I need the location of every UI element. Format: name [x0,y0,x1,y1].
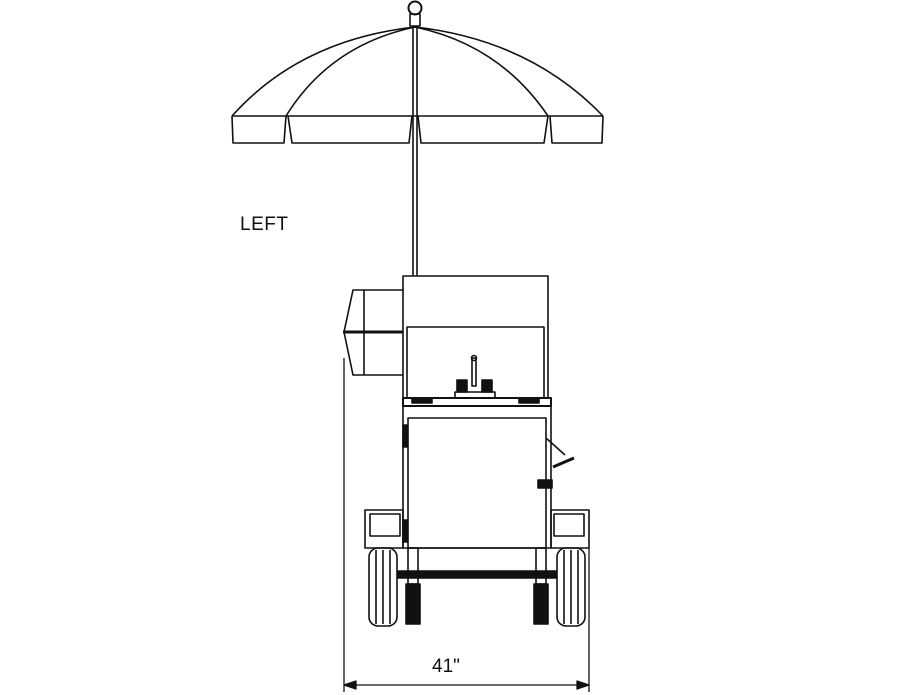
axle [397,570,557,579]
umbrella [231,0,604,276]
view-label: LEFT [240,214,289,235]
leveling-jacks [405,547,549,625]
faucet-icon [454,354,496,399]
fenders [364,509,590,549]
width-dimension [343,358,590,692]
side-steamer [343,289,403,376]
lower-cabinet [402,405,575,549]
counter [402,397,552,407]
wheels [368,547,586,627]
width-dimension-label: 41" [432,656,460,677]
